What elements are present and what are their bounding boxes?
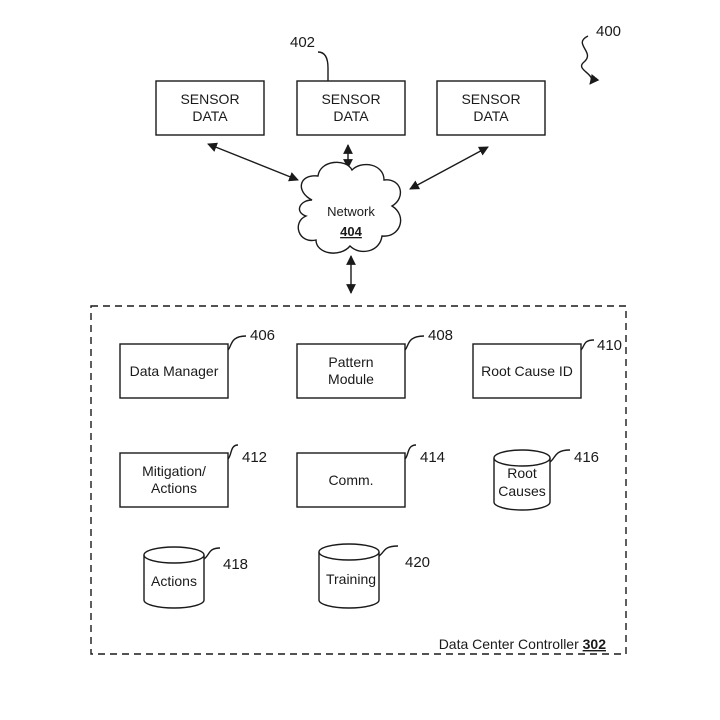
ref-leader bbox=[404, 335, 425, 351]
root-causes-database: Root Causes 416 bbox=[493, 449, 599, 511]
mitigation-label-line1: Mitigation/ bbox=[142, 463, 206, 479]
sensor-box-right: SENSOR DATA bbox=[436, 80, 546, 136]
root-causes-label-line2: Causes bbox=[498, 483, 545, 499]
mitigation-label-line2: Actions bbox=[151, 480, 197, 496]
actions-ref-number: 418 bbox=[223, 556, 248, 573]
figure-number: 400 bbox=[596, 23, 621, 40]
root-cause-id-module: Root Cause ID 410 bbox=[472, 337, 622, 399]
mitigation-ref-number: 412 bbox=[242, 449, 267, 466]
ref-leader bbox=[203, 547, 221, 560]
sensor-label-line1: SENSOR bbox=[180, 91, 239, 107]
comm-module: Comm. 414 bbox=[296, 444, 445, 508]
sensor-box-center: SENSOR DATA bbox=[296, 80, 406, 136]
network-ref-number: 404 bbox=[340, 224, 362, 239]
root-cause-id-ref-number: 410 bbox=[597, 337, 622, 354]
network-label: Network bbox=[327, 204, 375, 219]
training-label: Training bbox=[326, 571, 376, 587]
sensor-box-left: SENSOR DATA bbox=[155, 80, 265, 136]
sensor-label-line2: DATA bbox=[333, 108, 369, 124]
pattern-module: Pattern Module 408 bbox=[296, 327, 453, 399]
ref-leader bbox=[404, 444, 417, 460]
ref-leader bbox=[549, 449, 571, 463]
root-causes-ref-number: 416 bbox=[574, 449, 599, 466]
training-ref-number: 420 bbox=[405, 554, 430, 571]
sensor-label-line1: SENSOR bbox=[321, 91, 380, 107]
figure-number-leader bbox=[581, 35, 600, 85]
data-manager-label: Data Manager bbox=[130, 363, 219, 379]
sensor-ref-number: 402 bbox=[290, 34, 315, 51]
sensor-label-line1: SENSOR bbox=[461, 91, 520, 107]
root-cause-id-label: Root Cause ID bbox=[481, 363, 573, 379]
comm-label: Comm. bbox=[328, 472, 373, 488]
training-database: Training 420 bbox=[318, 543, 430, 609]
data-manager-module: Data Manager 406 bbox=[119, 327, 275, 399]
comm-ref-number: 414 bbox=[420, 449, 445, 466]
sensor-ref-leader bbox=[317, 51, 329, 81]
mitigation-actions-module: Mitigation/ Actions 412 bbox=[119, 444, 267, 508]
root-causes-label-line1: Root bbox=[507, 465, 537, 481]
arrow-sensor-left-network bbox=[207, 142, 299, 182]
pattern-module-label-line2: Module bbox=[328, 371, 374, 387]
ref-leader bbox=[227, 335, 247, 351]
arrow-sensor-right-network bbox=[409, 146, 489, 190]
pattern-module-ref-number: 408 bbox=[428, 327, 453, 344]
ref-leader bbox=[227, 444, 239, 460]
actions-label: Actions bbox=[151, 573, 197, 589]
sensor-label-line2: DATA bbox=[192, 108, 228, 124]
controller-label: Data Center Controller 302 bbox=[439, 636, 607, 652]
sensor-label-line2: DATA bbox=[473, 108, 509, 124]
ref-leader bbox=[580, 339, 595, 351]
actions-database: Actions 418 bbox=[143, 546, 248, 609]
data-manager-ref-number: 406 bbox=[250, 327, 275, 344]
ref-leader bbox=[378, 545, 399, 557]
pattern-module-label-line1: Pattern bbox=[328, 354, 373, 370]
network-cloud: Network 404 bbox=[297, 161, 402, 254]
data-center-controller-container bbox=[90, 305, 627, 655]
